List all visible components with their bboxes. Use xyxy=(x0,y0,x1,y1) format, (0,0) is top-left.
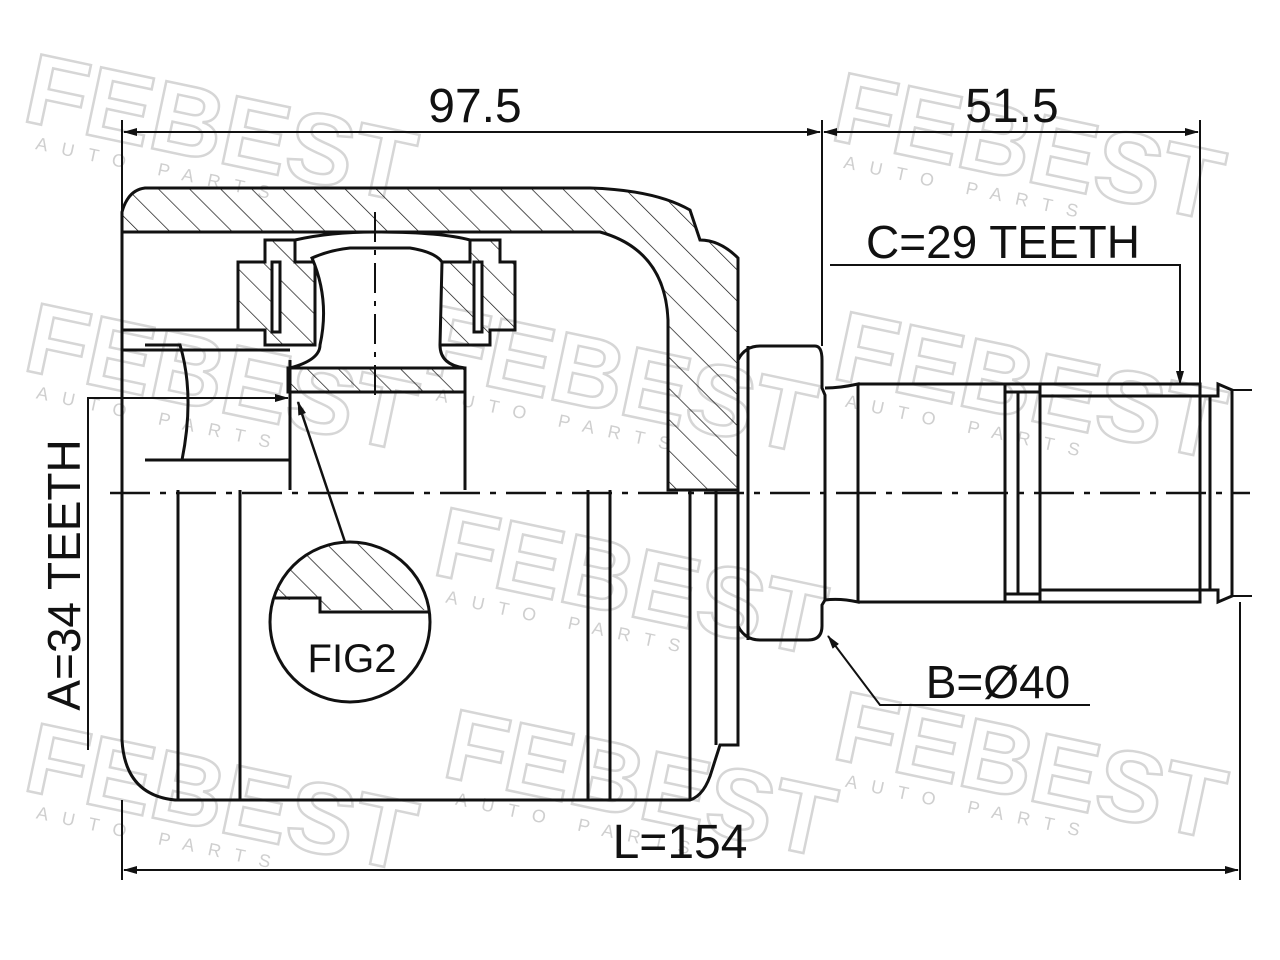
spider-hub xyxy=(286,366,467,394)
dim-overall-length-label: L=154 xyxy=(613,816,748,869)
output-shaft xyxy=(736,344,1234,642)
watermark-brand: FEBEST xyxy=(426,486,835,678)
seal-diameter-label: B=Ø40 xyxy=(926,656,1071,708)
dim-housing-length-label: 97.5 xyxy=(428,80,521,133)
detail-hatch xyxy=(275,543,428,610)
shaft-tip xyxy=(1200,381,1234,605)
watermark-brand: FEBEST xyxy=(826,290,1235,482)
housing-lower-outline xyxy=(120,232,740,802)
watermark-brand: FEBEST xyxy=(17,702,426,894)
dim-shaft-length-label: 51.5 xyxy=(965,80,1058,133)
housing-wall-section xyxy=(120,186,740,492)
detail-label: FIG2 xyxy=(308,637,397,681)
tripod-assembly xyxy=(236,230,517,394)
leader-outer-spline xyxy=(830,264,1184,385)
fig2-detail: FIG2 xyxy=(268,401,432,704)
inner-spline-label: A=34 TEETH xyxy=(38,439,90,710)
spline-section xyxy=(1038,382,1202,604)
leader-seal-diameter xyxy=(827,635,1090,706)
leader-inner-spline xyxy=(87,394,289,750)
watermark-layer: FEBEST AUTO PARTS FEBEST AUTO PARTS FEBE… xyxy=(15,31,1236,894)
outer-spline-label: C=29 TEETH xyxy=(866,216,1140,268)
dimension-lines xyxy=(87,120,1252,880)
trunnion-neck xyxy=(289,246,466,370)
